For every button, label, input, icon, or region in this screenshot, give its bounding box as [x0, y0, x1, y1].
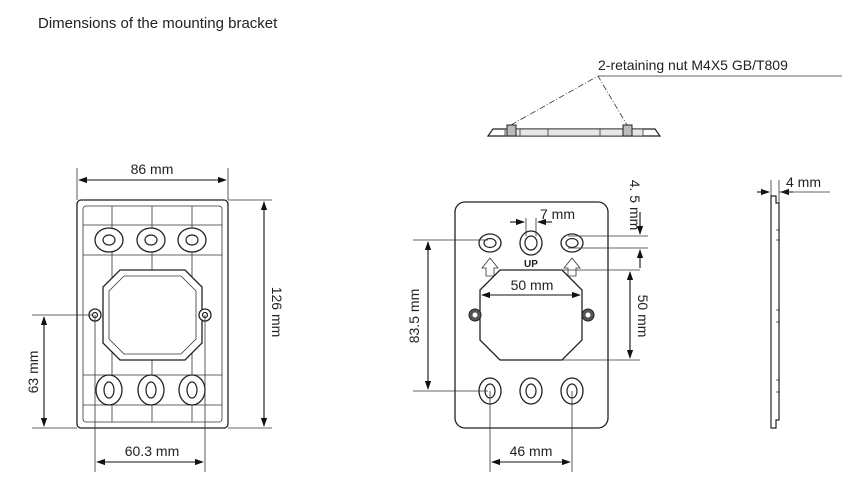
front-height-label: 126 mm	[269, 287, 285, 338]
back-opening-width-label: 50 mm	[511, 277, 554, 293]
back-opening-height-label: 50 mm	[635, 295, 651, 338]
back-slot-label: 7 mm	[540, 206, 575, 222]
front-top-holes	[94, 227, 207, 253]
front-width-label: 86 mm	[131, 161, 174, 177]
back-thickness-label: 4. 5 mm	[627, 180, 643, 231]
side-view	[770, 195, 780, 429]
retaining-nut-right	[622, 124, 633, 137]
up-arrow-icon-left	[481, 257, 499, 277]
diagram-title: Dimensions of the mounting bracket	[38, 15, 278, 32]
top-profile-view	[486, 124, 662, 137]
retaining-nut-callout: 2-retaining nut M4X5 GB/T809	[598, 57, 788, 73]
back-bottom-spacing-label: 46 mm	[510, 443, 553, 459]
back-vertical-spacing-label: 83.5 mm	[406, 289, 422, 343]
retaining-nut-left	[506, 124, 517, 137]
front-hole-spacing-label: 60.3 mm	[125, 443, 179, 459]
callout-leader	[510, 75, 628, 126]
front-half-height-label: 63 mm	[25, 351, 41, 394]
front-view	[76, 199, 229, 429]
front-bottom-holes	[95, 374, 206, 406]
side-thickness-label: 4 mm	[786, 174, 821, 190]
up-arrow-icon-right	[563, 257, 581, 277]
up-marking: UP	[524, 259, 538, 270]
front-center-opening	[102, 269, 203, 361]
